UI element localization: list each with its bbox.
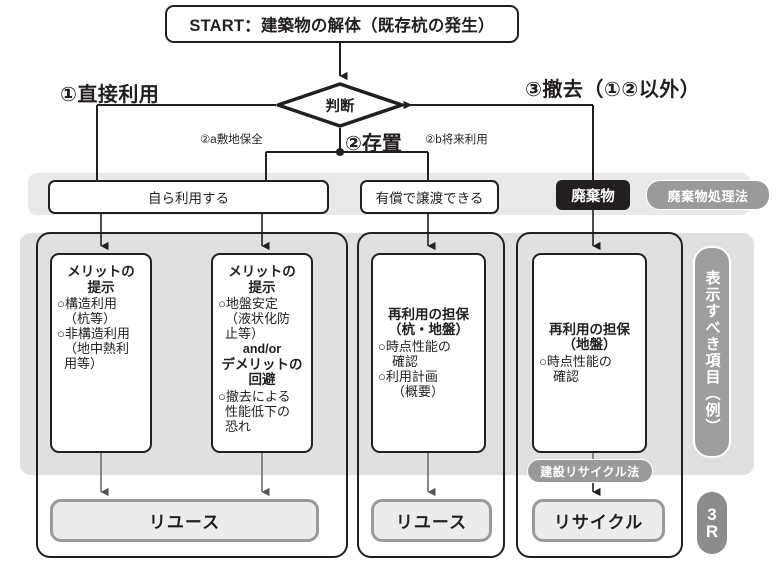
content-box-2-items-2: ○撤去による 性能低下の 恐れ [218, 389, 306, 434]
branch-label-retention: ②存置 [345, 133, 402, 155]
result-box-recycle: リサイクル [532, 499, 665, 542]
start-box: START：建築物の解体（既存杭の発生） [165, 5, 519, 43]
decision-diamond: 判断 [276, 82, 404, 128]
pill-construction-recycling-law: 建設リサイクル法 [527, 459, 653, 483]
branch-label-removal: ③撤去（①②以外） [525, 79, 701, 101]
content-line: 止等） [225, 326, 265, 342]
branch-label-2b-future-use: ②b将来利用 [425, 134, 488, 146]
side-pill-items-to-display: 表示すべき項目（例） [693, 246, 731, 458]
content-box-3-heading: 再利用の担保（杭・地盤） [388, 306, 469, 338]
content-line: （液状化防 [225, 311, 291, 327]
content-box-1-heading: メリットの提示 [67, 264, 135, 295]
content-line: ○非構造利用 [57, 326, 130, 342]
content-box-4-heading: 再利用の担保（地盤） [549, 321, 630, 353]
content-line: ○時点性能の [539, 353, 612, 369]
pill-waste-management-law: 廃棄物処理法 [646, 180, 770, 210]
content-line: 確認 [392, 353, 419, 369]
badge-3r-line1: 3 [707, 504, 717, 524]
content-box-2-items: ○地盤安定 （液状化防 止等） [218, 296, 306, 341]
content-line: 確認 [553, 369, 580, 385]
content-line: （地中熱利 [64, 341, 130, 357]
group-frame-direct-use [36, 232, 348, 558]
content-box-2-andor: and/or [242, 342, 282, 357]
box-waste: 廃棄物 [556, 180, 630, 210]
branch-label-2a-site-preservation: ②a敷地保全 [200, 134, 263, 146]
content-line: 恐れ [225, 418, 252, 434]
content-line: （概要） [392, 384, 445, 400]
content-box-4-items: ○時点性能の 確認 [539, 354, 640, 384]
content-box-1-items: ○構造利用 （杭等） ○非構造利用 （地中熱利 用等） [57, 296, 145, 371]
group-frame-waste [516, 232, 683, 558]
box-self-use: 自ら利用する [48, 180, 329, 214]
content-box-2-heading: メリットの提示 [228, 264, 296, 295]
content-box-reuse-assurance-ground: 再利用の担保（地盤） ○時点性能の 確認 [532, 253, 647, 453]
content-box-3-items: ○時点性能の 確認 ○利用計画 （概要） [378, 339, 479, 399]
content-line: 用等） [64, 356, 104, 372]
content-line: ○構造利用 [57, 296, 117, 312]
content-box-reuse-assurance-pile-ground: 再利用の担保（杭・地盤） ○時点性能の 確認 ○利用計画 （概要） [371, 253, 486, 453]
content-line: ○時点性能の [378, 338, 451, 354]
badge-3r: 3 R [697, 492, 727, 554]
decision-label: 判断 [325, 98, 355, 115]
content-line: ○撤去による [218, 388, 291, 404]
content-line: ○利用計画 [378, 369, 438, 385]
content-line: （杭等） [64, 311, 117, 327]
content-box-merit-structural: メリットの提示 ○構造利用 （杭等） ○非構造利用 （地中熱利 用等） [50, 253, 152, 453]
result-box-reuse-1: リユース [50, 499, 319, 542]
box-paid-transfer: 有償で譲渡できる [360, 180, 499, 214]
badge-3r-line2: R [705, 522, 719, 541]
content-line: 性能低下の [225, 403, 291, 419]
group-frame-paid-transfer [357, 232, 505, 558]
content-box-merit-ground: メリットの提示 ○地盤安定 （液状化防 止等） and/or デメリットの回避 … [211, 253, 313, 453]
content-box-2-subheading: デメリットの回避 [221, 356, 303, 388]
branch-label-direct-use: ①直接利用 [60, 84, 160, 106]
result-box-reuse-2: リユース [371, 499, 492, 542]
content-line: ○地盤安定 [218, 296, 278, 312]
